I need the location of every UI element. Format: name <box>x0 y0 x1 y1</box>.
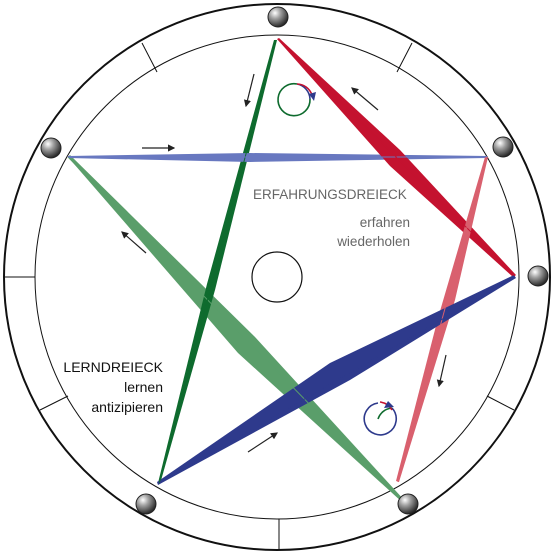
sphere-bottom-left <box>135 493 157 515</box>
outer-ring <box>3 3 551 551</box>
sphere-bottom-right <box>397 493 419 515</box>
stroke-edges <box>67 38 516 502</box>
vertex-spheres <box>40 6 549 515</box>
arrow-left-mid <box>121 231 147 254</box>
sphere-top <box>267 6 289 28</box>
lerndreieck-line2: antizipieren <box>91 399 163 415</box>
erfahrungsdreieck-line2: wiederholen <box>336 234 410 249</box>
sphere-left <box>40 137 62 159</box>
arrow-bottom <box>247 432 279 453</box>
inner-ring <box>34 34 520 520</box>
center-circle <box>251 251 303 303</box>
erfahrungsdreieck-title: ERFAHRUNGSDREIECK <box>253 187 407 202</box>
arrow-top-right <box>351 87 379 111</box>
sphere-right-top <box>492 136 514 158</box>
erfahrungsdreieck-line1: erfahren <box>360 215 410 230</box>
direction-arrows <box>121 73 447 453</box>
lerndreieck-line1: lernen <box>124 379 163 395</box>
sphere-right <box>527 265 549 287</box>
cycle-arrow-bottom <box>363 401 397 436</box>
lerndreieck-title: LERNDREIECK <box>63 359 163 375</box>
ring-ticks <box>4 42 515 550</box>
arrow-top-left <box>243 73 255 108</box>
arrow-right-mid <box>436 354 447 388</box>
cycle-arrow-top <box>277 82 316 117</box>
